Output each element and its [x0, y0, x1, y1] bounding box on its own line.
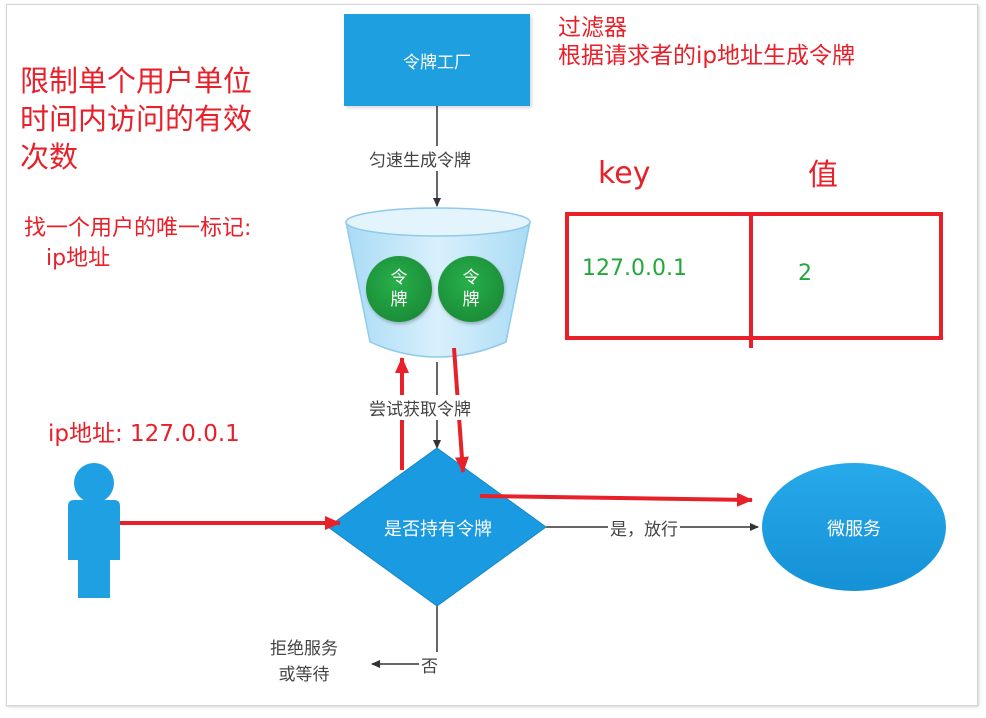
- ip-note: ip地址: 127.0.0.1: [48, 421, 240, 447]
- token-2-line1: 令: [462, 268, 480, 288]
- kv-value-header: 值: [808, 158, 838, 193]
- token-factory-label: 令牌工厂: [403, 52, 471, 73]
- kv-value-cell: 2: [798, 261, 812, 286]
- marker-line1: 找一个用户的唯一标记:: [24, 216, 252, 241]
- diagram-frame: [6, 4, 978, 706]
- filter-line1: 过滤器: [558, 15, 627, 41]
- edge-label-yes: 是，放行: [608, 515, 680, 540]
- red-arrow-to-service: [479, 492, 753, 507]
- token-2: 令 牌: [438, 256, 504, 322]
- reject-line1: 拒绝服务: [270, 639, 338, 659]
- token-1: 令 牌: [366, 256, 432, 322]
- reject-label: 拒绝服务 或等待: [256, 636, 352, 688]
- kv-key-cell: 127.0.0.1: [582, 256, 687, 281]
- decision-label: 是否持有令牌: [384, 519, 492, 540]
- token-factory: 令牌工厂: [344, 14, 530, 106]
- goal-line2: 时间内访问的有效: [20, 102, 253, 136]
- bucket-rim: [345, 207, 531, 237]
- token-1-line1: 令: [390, 268, 408, 288]
- edge-label-generate: 匀速生成令牌: [367, 146, 473, 171]
- goal-note: 限制单个用户单位 时间内访问的有效 次数: [20, 62, 252, 176]
- edge-label-try-get: 尝试获取令牌: [367, 395, 473, 420]
- microservice-label: 微服务: [827, 519, 881, 540]
- kv-key-header: key: [598, 156, 651, 191]
- kv-divider: [749, 216, 753, 348]
- marker-note: 找一个用户的唯一标记: ip地址: [24, 214, 251, 274]
- marker-line2: ip地址: [46, 246, 111, 271]
- goal-line1: 限制单个用户单位: [20, 64, 253, 98]
- kv-table: [565, 212, 943, 348]
- token-1-line2: 牌: [390, 290, 408, 310]
- user-icon: [68, 463, 120, 598]
- reject-line2: 或等待: [278, 665, 330, 685]
- filter-note: 过滤器 根据请求者的ip地址生成令牌: [558, 14, 855, 70]
- token-2-line2: 牌: [462, 290, 480, 310]
- microservice-ellipse: [762, 463, 946, 591]
- filter-line2: 根据请求者的ip地址生成令牌: [558, 43, 855, 69]
- edge-label-no: 否: [419, 652, 440, 677]
- goal-line3: 次数: [20, 140, 79, 174]
- decision-diamond: [327, 447, 547, 607]
